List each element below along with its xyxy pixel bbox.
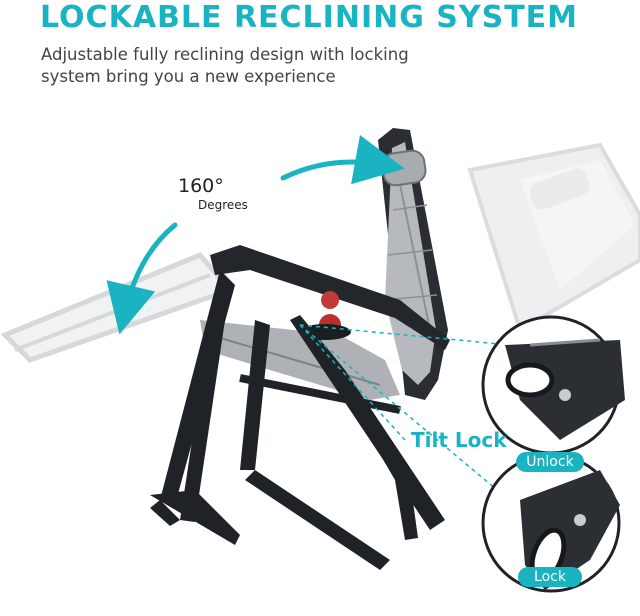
page-subtitle: Adjustable fully reclining design with l… <box>41 45 409 86</box>
unlock-detail <box>481 315 625 455</box>
curved-arrow-right-icon <box>280 135 405 185</box>
tilt-lock-guide-lines <box>299 324 516 506</box>
tilt-lock-label: Tilt Lock <box>411 428 507 452</box>
recline-angle-value: 160° <box>178 175 224 197</box>
ghost-reclined-back <box>467 142 640 333</box>
unlock-badge: Unlock <box>516 452 584 472</box>
page-title: LOCKABLE RECLINING SYSTEM <box>40 0 579 35</box>
lock-badge: Lock <box>518 567 582 587</box>
recline-angle-unit: Degrees <box>198 198 248 212</box>
ghost-footrest <box>0 252 235 363</box>
curved-arrow-down-icon <box>106 222 178 335</box>
